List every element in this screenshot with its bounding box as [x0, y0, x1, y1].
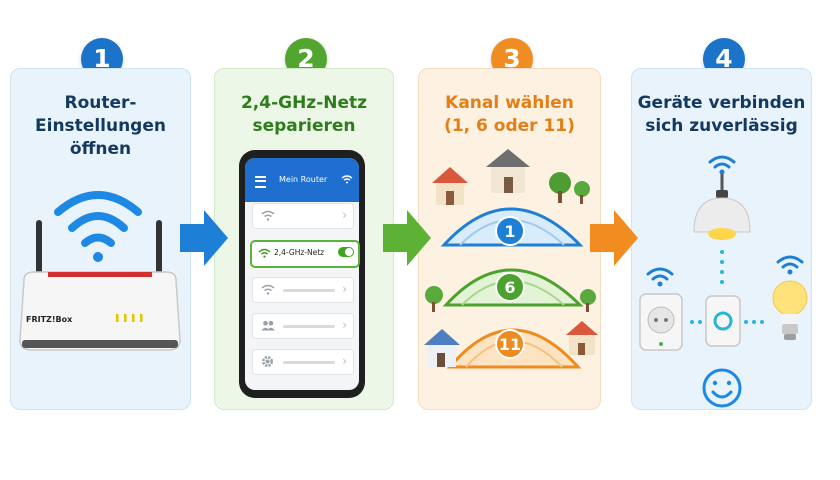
step-1-title: Router- Einstellungen öffnen: [35, 93, 166, 159]
router-illustration: FRITZ!Box: [19, 191, 181, 351]
ceiling-lamp-icon: [693, 174, 751, 240]
house-icon: [432, 167, 468, 205]
wifi-icon: [261, 284, 275, 295]
devices-illustration: [639, 155, 808, 408]
arrow-right-icon: [383, 210, 431, 266]
smiley-icon: [702, 368, 742, 408]
router-brand-label: FRITZ!Box: [26, 315, 73, 324]
app-title: Mein Router: [279, 175, 328, 184]
menu-icon-mid: [255, 180, 266, 182]
wifi-icon: [708, 155, 736, 169]
channel-1-label: 1: [504, 222, 515, 241]
step-3-title: Kanal wählen (1, 6 oder 11): [444, 93, 575, 136]
wifi-icon: [341, 175, 353, 184]
step-2-title: 2,4-GHz-Netz separieren: [240, 93, 368, 136]
light-bulb-icon: [772, 280, 808, 340]
chevron-right-icon: ›: [342, 208, 347, 222]
tree-icon: [549, 172, 590, 204]
wifi-icon: [646, 267, 674, 281]
chevron-right-icon: ›: [342, 354, 347, 368]
network-toggle[interactable]: [338, 247, 354, 257]
placeholder-line: [283, 289, 335, 292]
arrow-right-icon: [180, 210, 228, 266]
network-row-2-4ghz[interactable]: 2,4-GHz-Netz: [250, 240, 360, 268]
wifi-icon: [776, 255, 804, 269]
house-icon: [566, 321, 598, 355]
list-item[interactable]: ›: [252, 349, 354, 375]
hub-icon: [705, 295, 741, 347]
list-item[interactable]: ›: [252, 277, 354, 303]
channel-illustration: 1 6 11: [424, 149, 598, 369]
wifi-icon: [258, 248, 271, 258]
gear-icon: [262, 356, 273, 367]
wifi-icon: [54, 191, 142, 262]
house-icon: [486, 149, 530, 193]
placeholder-line: [283, 325, 335, 328]
tree-icon: [425, 286, 596, 312]
smart-plug-icon: [639, 293, 683, 351]
network-name-label: 2,4-GHz-Netz: [274, 248, 325, 257]
channel-11-label: 11: [499, 335, 521, 354]
list-item[interactable]: ›: [252, 203, 354, 229]
placeholder-line: [283, 361, 335, 364]
chevron-right-icon: ›: [342, 282, 347, 296]
step-4-title: Geräte verbinden sich zuverlässig: [637, 93, 806, 136]
wifi-icon: [261, 210, 275, 221]
list-item[interactable]: ›: [252, 313, 354, 339]
arrow-right-icon: [590, 210, 638, 266]
users-icon: [261, 320, 275, 331]
chevron-right-icon: ›: [342, 318, 347, 332]
menu-icon[interactable]: [255, 176, 266, 188]
channel-6-label: 6: [504, 278, 515, 297]
house-icon: [424, 329, 460, 367]
